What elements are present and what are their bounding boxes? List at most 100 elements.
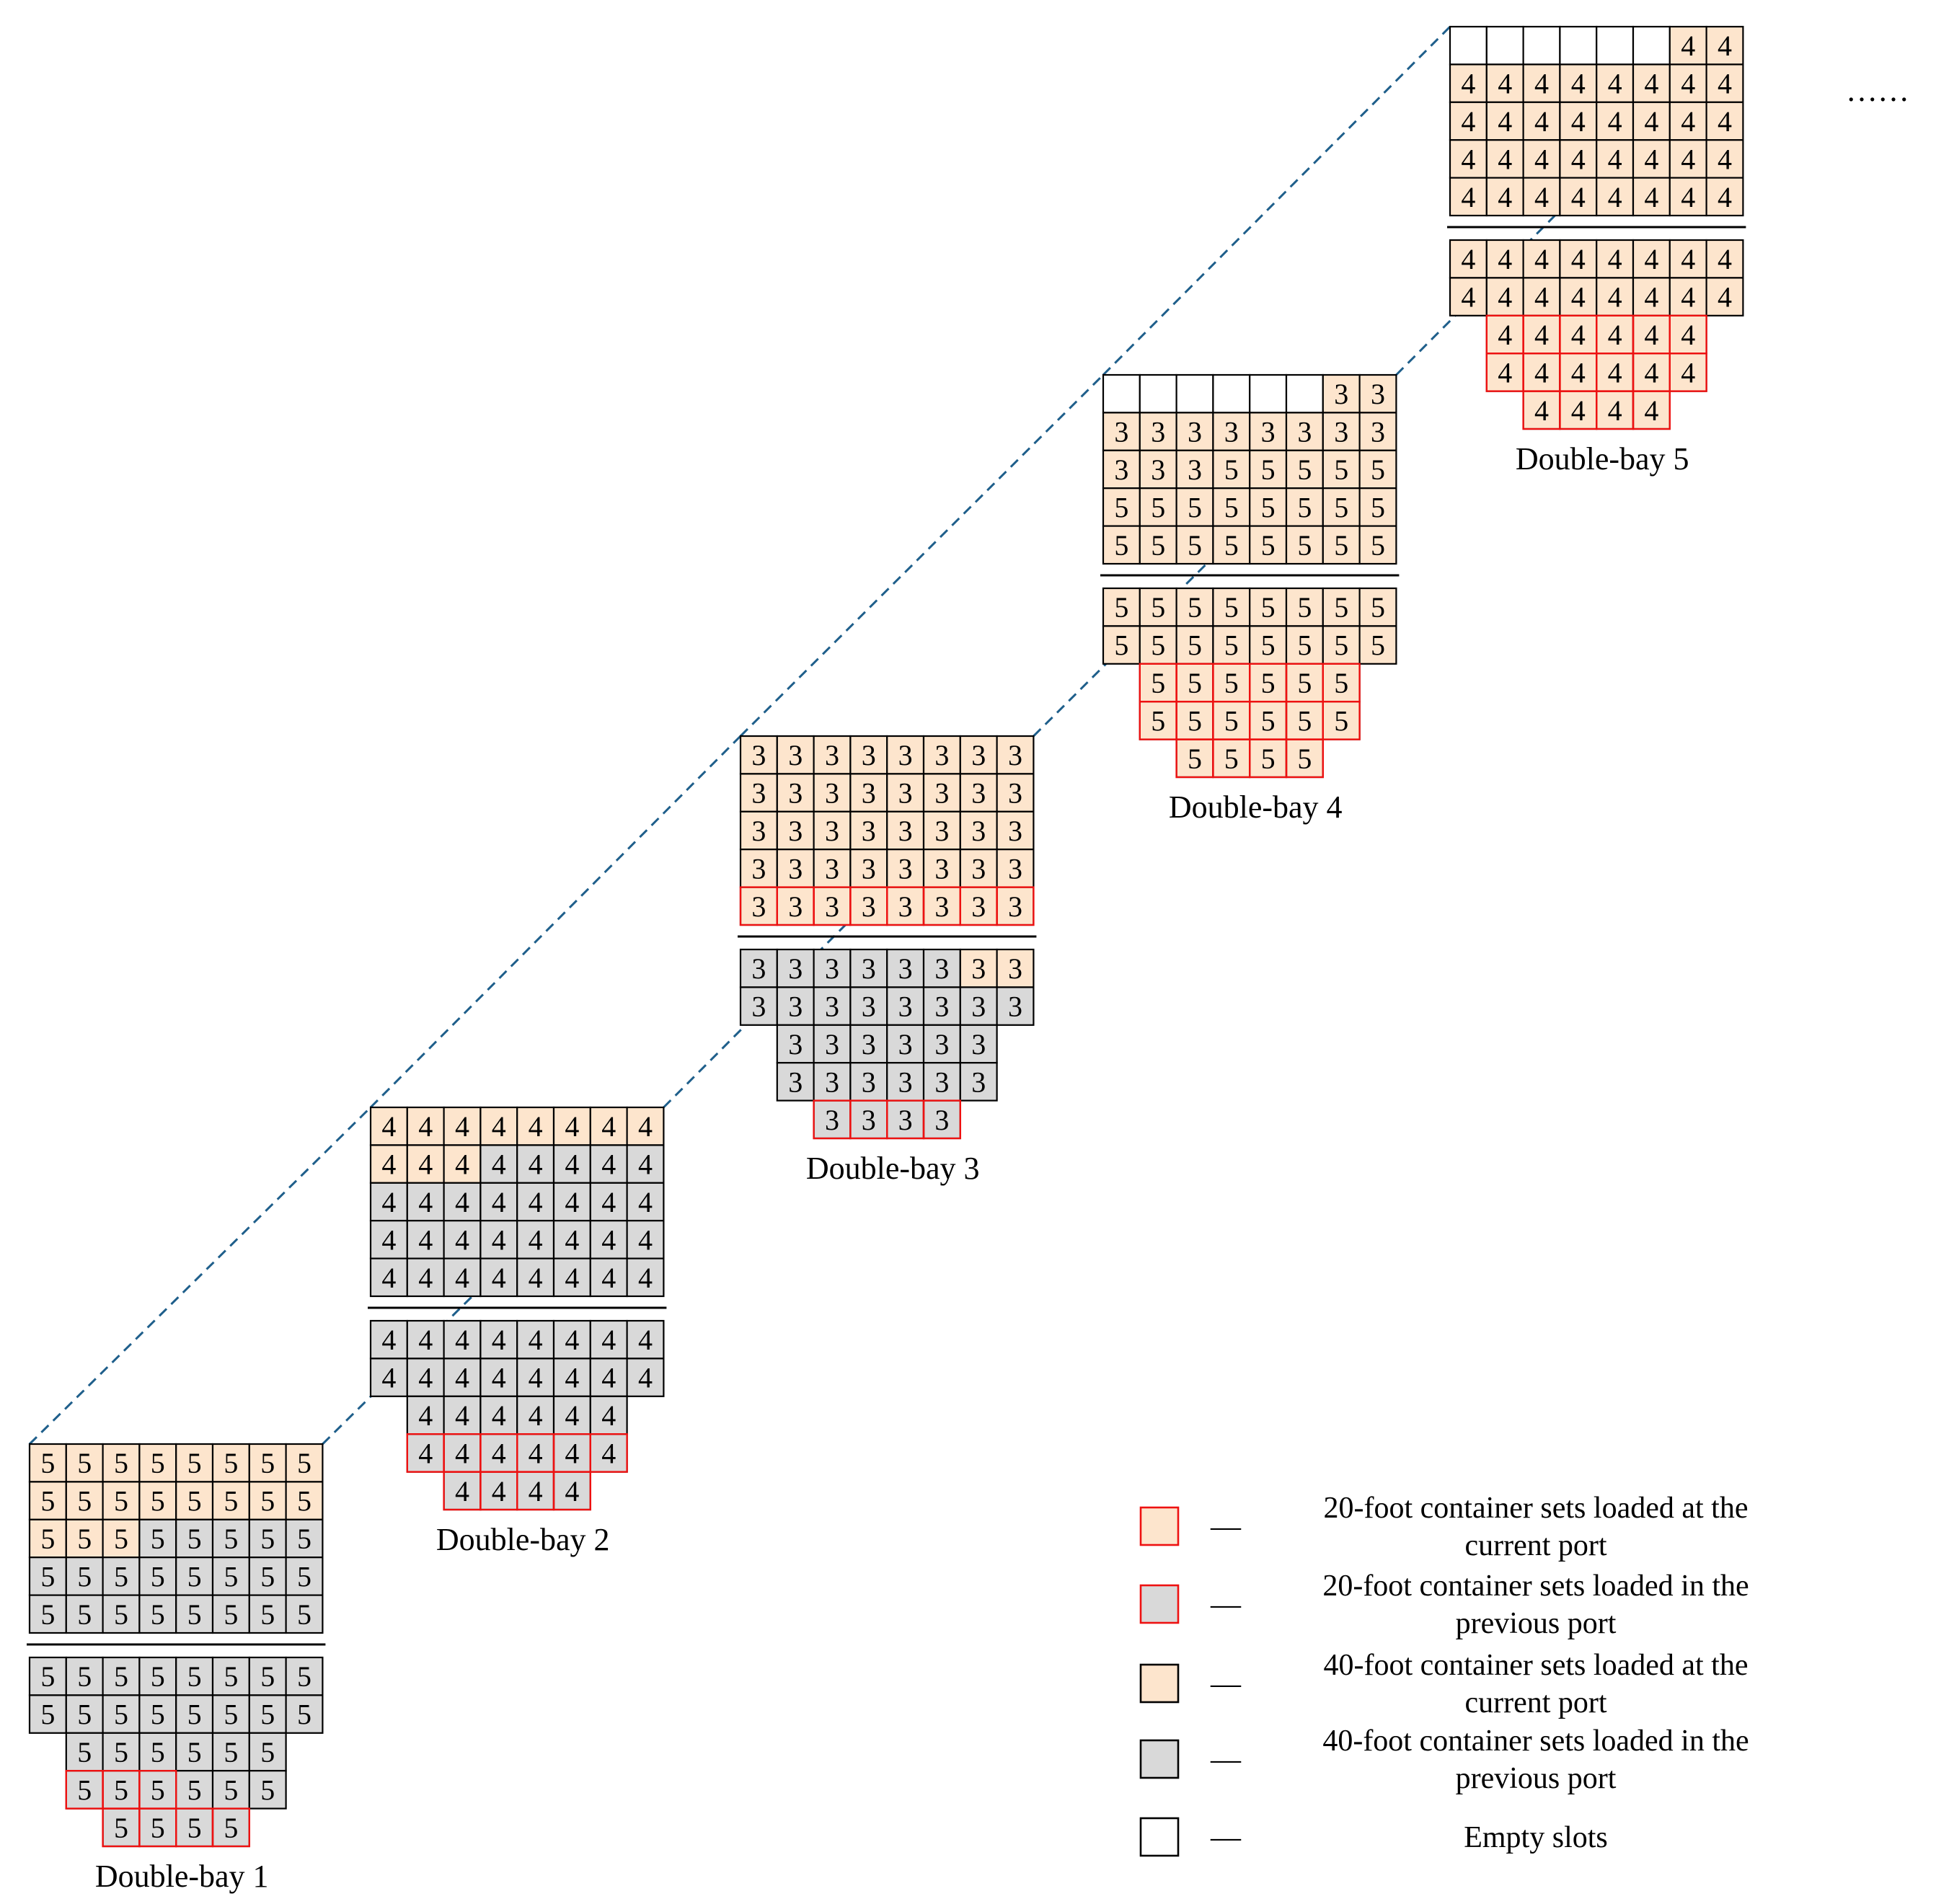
deck-cell-r2-c7: 5 — [1358, 449, 1397, 490]
connector-line-left — [739, 373, 1105, 738]
hold-cell-label: 3 — [751, 952, 766, 985]
deck-cell-r4-c3: 4 — [479, 1257, 518, 1298]
deck-cell-label: 5 — [151, 1523, 165, 1555]
hold-cell-label: 3 — [971, 1066, 986, 1098]
hold-cell-r0-c0: 4 — [369, 1319, 408, 1360]
legend-label-line: current port — [1464, 1686, 1606, 1719]
hold-cell-label: 4 — [1718, 281, 1732, 314]
hold-cell-r2-c0: 5 — [1139, 663, 1177, 703]
hold-cell-r0-c1: 5 — [1139, 587, 1177, 627]
legend: —20-foot container sets loaded at thecur… — [1139, 1492, 1749, 1857]
deck-cell-r1-c4: 4 — [1596, 63, 1635, 103]
deck-cell-label: 5 — [297, 1485, 311, 1518]
deck-cell-r3-c1: 4 — [1485, 139, 1524, 179]
deck-cell-label: 3 — [898, 777, 913, 810]
hold-cell-r0-c2: 3 — [813, 948, 852, 988]
hold-cell-r2-c3: 5 — [1249, 663, 1288, 703]
deck-cell-r4-c7: 5 — [1358, 525, 1397, 565]
deck-cell-r3-c4: 5 — [175, 1557, 214, 1596]
deck-cell-r2-c6: 4 — [589, 1182, 628, 1222]
deck-cell-label: 3 — [1151, 453, 1165, 486]
hold-cell-r0-c0: 4 — [1449, 239, 1488, 279]
deck-cell-label: 3 — [862, 777, 876, 810]
deck-cell-label: 3 — [1188, 416, 1202, 448]
deck-cell-label: 5 — [40, 1447, 55, 1479]
twenty-foot-border — [552, 1471, 591, 1511]
hold-cell-label: 3 — [898, 991, 913, 1023]
bay-caption: Double-bay 1 — [95, 1859, 269, 1894]
deck-cell-r2-c5: 4 — [1632, 101, 1671, 141]
deck-cell-label: 4 — [455, 1148, 469, 1181]
twenty-foot-border — [996, 886, 1035, 926]
deck-cell-label: 5 — [224, 1598, 238, 1631]
deck-cell-label: 5 — [1297, 529, 1312, 562]
hold-cell-r1-c6: 5 — [1322, 625, 1361, 665]
deck-cell-label: 3 — [1008, 815, 1022, 847]
hold-cell-r3-c3: 5 — [1249, 701, 1288, 740]
deck-cell-label: 4 — [529, 1110, 543, 1143]
deck-cell-r3-c0: 4 — [1449, 139, 1488, 179]
deck-cell-r0-c1 — [1485, 25, 1524, 66]
deck-cell-r0-c0 — [1449, 25, 1488, 66]
deck-cell-r3-c4: 3 — [886, 849, 925, 888]
hold-cell-r2-c2: 4 — [479, 1395, 518, 1435]
hold-cell-r4-c3: 4 — [552, 1471, 591, 1511]
hold-cell-r3-c5: 4 — [589, 1433, 628, 1473]
hold-cell-r3-c2: 4 — [1559, 353, 1598, 392]
hold-cell-r0-c7: 3 — [996, 948, 1035, 988]
hold-cell-label: 3 — [898, 952, 913, 985]
hold-cell-r2-c4: 3 — [922, 1024, 961, 1064]
hold-cell-label: 4 — [1571, 281, 1586, 314]
hold-cell-r2-c1: 4 — [443, 1395, 482, 1435]
deck-cell-r2-c0: 3 — [739, 810, 778, 851]
deck-cell-label: 4 — [1608, 105, 1622, 138]
deck-cell-r4-c2: 4 — [443, 1257, 482, 1298]
hold-cell-label: 5 — [1261, 629, 1276, 662]
deck-cell-r1-c2: 3 — [1175, 412, 1214, 451]
deck-cell-r3-c5: 5 — [211, 1557, 250, 1596]
deck-cell-r0-c5: 4 — [552, 1106, 591, 1146]
deck-cell-r1-c3: 5 — [138, 1481, 177, 1520]
deck-cell-label: 3 — [788, 852, 803, 885]
hold-cell-label: 5 — [1261, 704, 1276, 737]
deck-cell-r4-c3: 4 — [1559, 177, 1598, 217]
deck-cell-r3-c6: 4 — [589, 1220, 628, 1259]
deck-cell-r3-c2: 4 — [443, 1220, 482, 1259]
deck-cell-r4-c6: 4 — [589, 1257, 628, 1298]
hold-cell-label: 3 — [898, 1104, 913, 1136]
deck-cell-label: 3 — [971, 815, 986, 847]
deck-cell-label: 4 — [1644, 68, 1658, 100]
bay-caption: Double-bay 4 — [1169, 789, 1343, 825]
deck-cell-r1-c0: 4 — [1449, 63, 1488, 103]
deck-cell-label: 5 — [1371, 491, 1385, 523]
deck-cell-label: 4 — [492, 1262, 506, 1294]
deck-cell-r2-c1: 4 — [1485, 101, 1524, 141]
hold-cell-r3-c4: 4 — [1632, 353, 1671, 392]
deck-cell-label: 3 — [971, 777, 986, 810]
deck-cell-label: 5 — [114, 1523, 128, 1555]
deck-cell-label: 4 — [1608, 68, 1622, 100]
deck-cell-r0-c6: 3 — [1322, 373, 1361, 414]
hold-cell-label: 3 — [825, 1066, 839, 1098]
deck-cell-r4-c6: 5 — [248, 1594, 287, 1634]
deck-cell-label: 5 — [151, 1598, 165, 1631]
hold-cell-label: 5 — [297, 1699, 311, 1731]
hold-cell-label: 5 — [1224, 591, 1239, 624]
hold-cell-label: 4 — [492, 1475, 506, 1507]
hold-cell-label: 5 — [1297, 591, 1312, 624]
twenty-foot-border — [211, 1807, 250, 1848]
deck-cell-label: 5 — [187, 1523, 202, 1555]
hold-cell-r4-c2: 3 — [886, 1099, 925, 1140]
hold-cell-r1-c2: 5 — [1175, 625, 1214, 665]
deck-cell-label: 3 — [751, 777, 766, 810]
hold-cell-r0-c3: 5 — [1212, 587, 1251, 627]
legend-swatch — [1139, 1817, 1180, 1857]
deck-cell-r1-c3: 4 — [1559, 63, 1598, 103]
deck-cell-label: 4 — [492, 1186, 506, 1218]
hold-cell-label: 4 — [1608, 281, 1622, 314]
deck-cell-label: 5 — [1334, 491, 1348, 523]
hold-cell-r4-c0: 5 — [102, 1807, 141, 1848]
deck-cell-label: 4 — [1498, 181, 1512, 213]
hold-cell-label: 5 — [151, 1699, 165, 1731]
legend-item-c20: —20-foot container sets loaded at thecur… — [1139, 1492, 1748, 1562]
